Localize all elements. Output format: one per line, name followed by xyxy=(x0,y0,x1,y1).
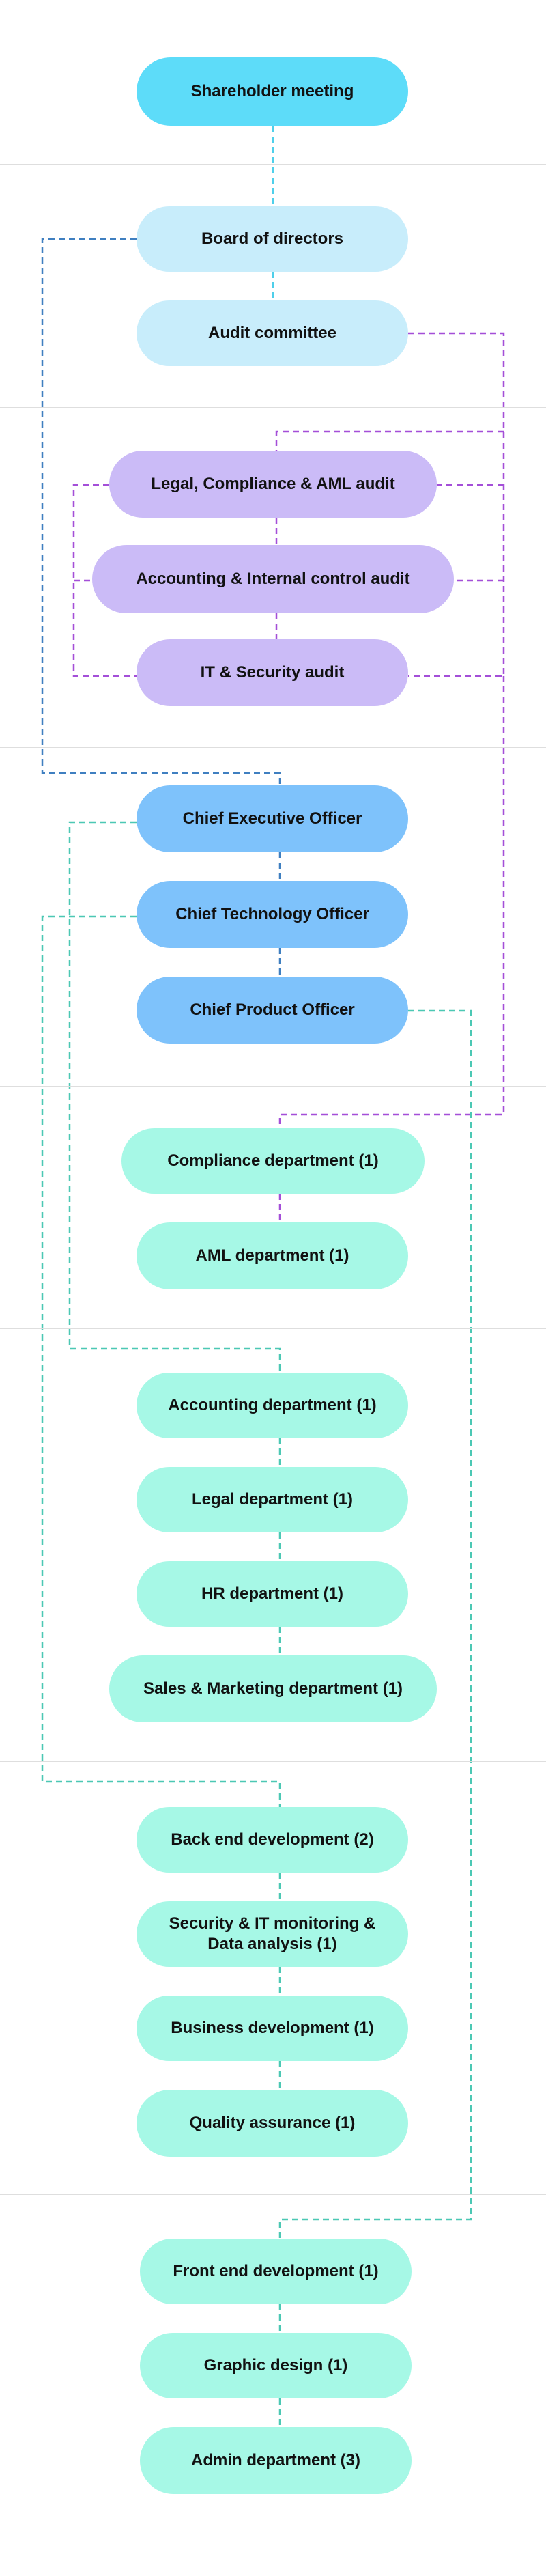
node-accounting-internal-control-audit: Accounting & Internal control audit xyxy=(92,545,454,613)
section-divider xyxy=(0,747,546,748)
section-divider xyxy=(0,1086,546,1087)
node-aml-department: AML department (1) xyxy=(136,1222,408,1289)
node-sales-marketing-department: Sales & Marketing department (1) xyxy=(109,1655,437,1722)
node-audit-committee: Audit committee xyxy=(136,300,408,366)
line-ceo-accounting xyxy=(68,821,281,1373)
node-legal-department: Legal department (1) xyxy=(136,1467,408,1532)
node-admin-department: Admin department (3) xyxy=(140,2427,412,2494)
node-security-it-monitoring: Security & IT monitoring & Data analysis… xyxy=(136,1901,408,1967)
line-audit-committee-branch xyxy=(408,332,505,677)
node-quality-assurance: Quality assurance (1) xyxy=(136,2090,408,2157)
node-chief-product-officer: Chief Product Officer xyxy=(136,977,408,1044)
node-business-development: Business development (1) xyxy=(136,1996,408,2061)
node-board-of-directors: Board of directors xyxy=(136,206,408,272)
section-divider xyxy=(0,1328,546,1329)
node-hr-department: HR department (1) xyxy=(136,1561,408,1627)
section-divider xyxy=(0,164,546,165)
node-compliance-department: Compliance department (1) xyxy=(121,1128,425,1194)
line-audit-compliance xyxy=(278,676,505,1128)
node-graphic-design: Graphic design (1) xyxy=(140,2333,412,2398)
node-shareholder-meeting: Shareholder meeting xyxy=(136,57,408,126)
line-audit-left-bracket xyxy=(72,484,136,677)
node-chief-executive-officer: Chief Executive Officer xyxy=(136,785,408,852)
section-divider xyxy=(0,1761,546,1762)
node-legal-compliance-aml-audit: Legal, Compliance & AML audit xyxy=(109,451,437,518)
node-front-end-development: Front end development (1) xyxy=(140,2239,412,2304)
node-it-security-audit: IT & Security audit xyxy=(136,639,408,706)
line-cpo-frontend xyxy=(278,1009,472,2239)
line-audit-legal xyxy=(275,430,504,451)
node-back-end-development: Back end development (2) xyxy=(136,1807,408,1873)
line-cto-backend xyxy=(41,915,281,1807)
section-divider xyxy=(0,2194,546,2195)
node-accounting-department: Accounting department (1) xyxy=(136,1373,408,1438)
section-divider xyxy=(0,407,546,408)
line-board-ceo xyxy=(41,238,281,785)
node-chief-technology-officer: Chief Technology Officer xyxy=(136,881,408,948)
